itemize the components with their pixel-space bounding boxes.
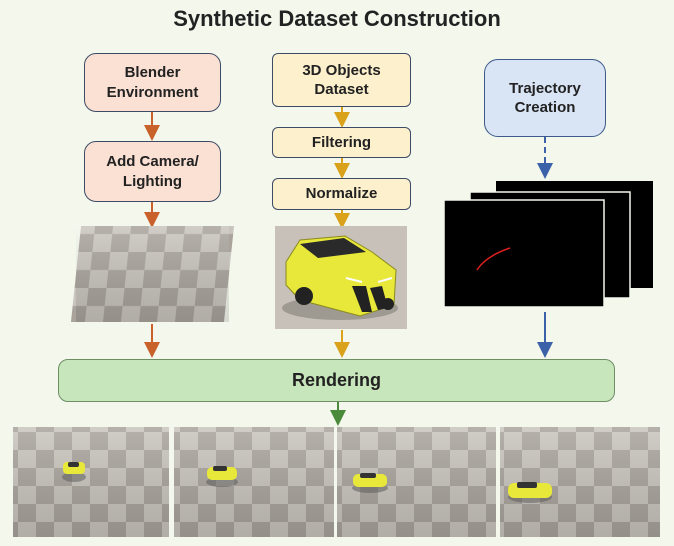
environment-floor-image [70, 226, 235, 322]
output-frame-4 [500, 427, 660, 537]
trajectory-path [476, 247, 511, 271]
node-rendering: Rendering [58, 359, 615, 402]
car-render-image [275, 226, 407, 329]
output-frame-2 [174, 427, 334, 537]
output-frame-3 [337, 427, 496, 537]
output-frame-1 [13, 427, 169, 537]
node-add-camera-lighting: Add Camera/Lighting [84, 141, 221, 202]
node-normalize: Normalize [272, 178, 411, 210]
node-filtering: Filtering [272, 127, 411, 158]
trajectory-mask-stack [443, 181, 653, 308]
diagram-title: Synthetic Dataset Construction [173, 6, 501, 31]
